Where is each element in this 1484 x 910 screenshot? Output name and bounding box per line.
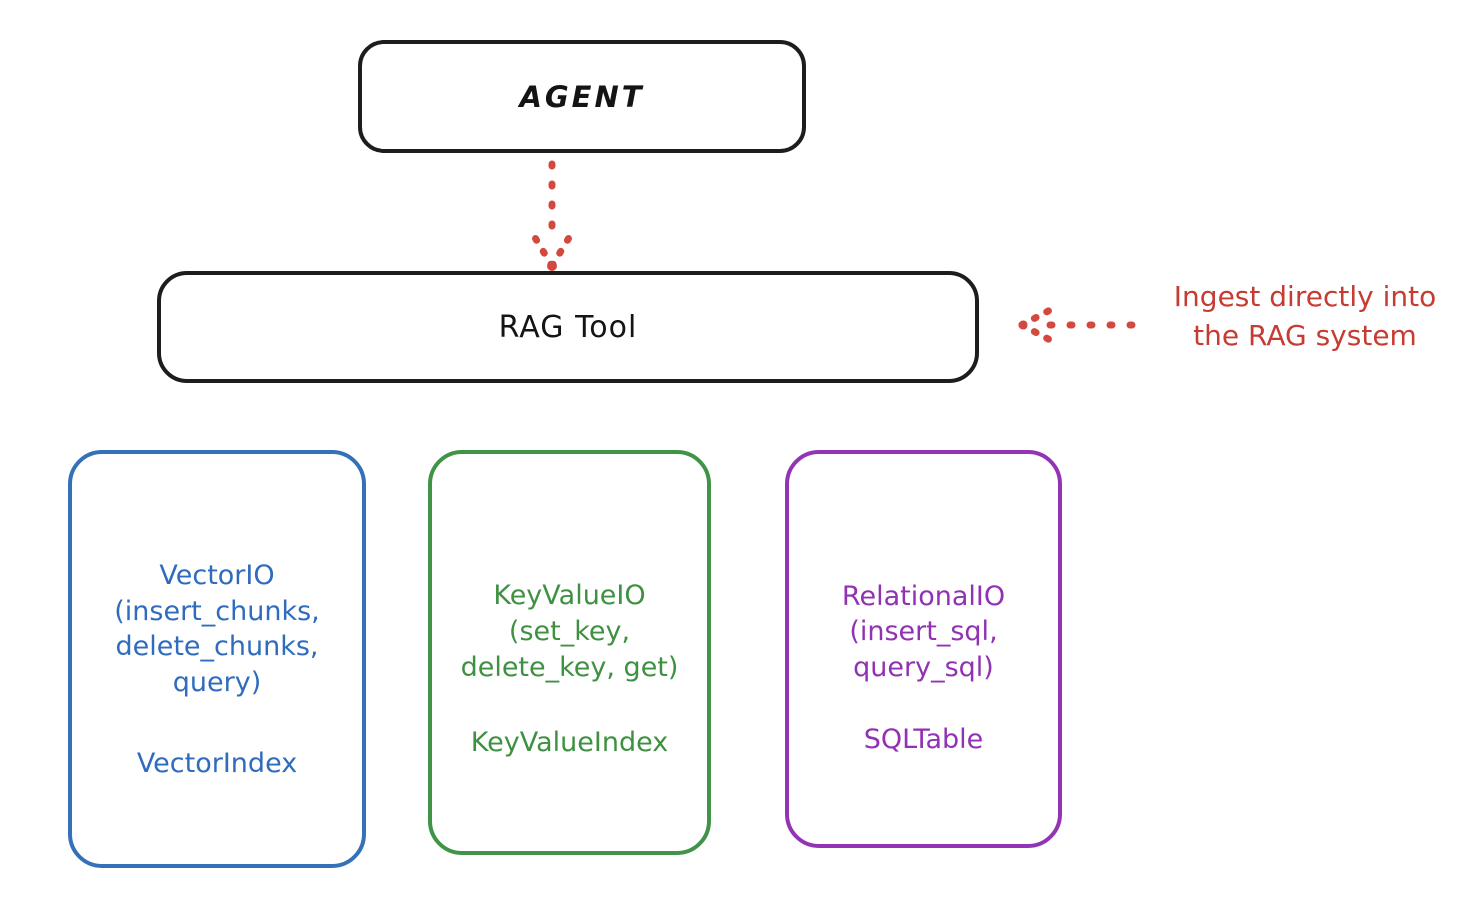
- relational-io-api-label: RelationalIO (insert_sql, query_sql): [841, 580, 1006, 683]
- sql-table-label: SQLTable: [863, 723, 984, 755]
- vector-io-api-label: VectorIO (insert_chunks, delete_chunks, …: [114, 559, 320, 698]
- key-value-index-label: KeyValueIndex: [470, 727, 669, 759]
- key-value-io-node[interactable]: KeyValueIO (set_key, delete_key, get) Ke…: [428, 450, 711, 855]
- vector-index-label: VectorIndex: [136, 748, 298, 780]
- agent-node-label: AGENT: [519, 79, 645, 114]
- ingest-dotted-arrow: [1018, 305, 1136, 345]
- agent-to-rag-dotted-arrow: [530, 160, 574, 271]
- key-value-io-api-label: KeyValueIO (set_key, delete_key, get): [460, 580, 679, 683]
- agent-node[interactable]: AGENT: [358, 40, 806, 153]
- vector-io-node[interactable]: VectorIO (insert_chunks, delete_chunks, …: [68, 450, 366, 868]
- rag-tool-node-label: RAG Tool: [498, 309, 638, 345]
- relational-io-node[interactable]: RelationalIO (insert_sql, query_sql) SQL…: [785, 450, 1062, 848]
- ingest-annotation-text: Ingest directly into the RAG system: [1173, 280, 1437, 352]
- rag-tool-node[interactable]: RAG Tool: [157, 271, 979, 383]
